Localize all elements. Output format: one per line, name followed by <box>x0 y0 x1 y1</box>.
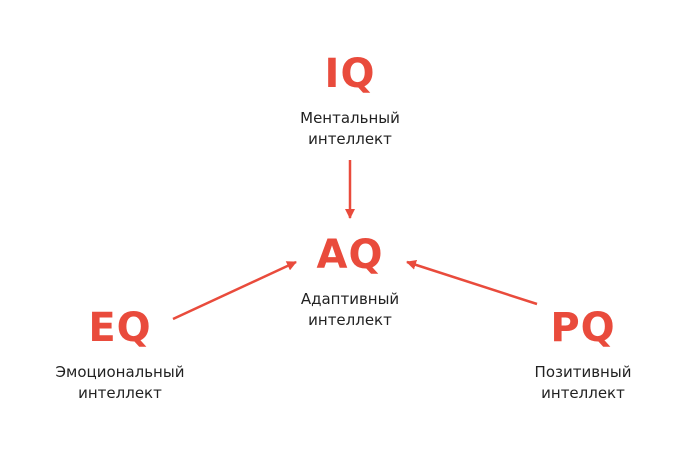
pq-label-line1: Позитивный <box>534 363 632 381</box>
iq-label-line1: Ментальный <box>300 109 400 127</box>
eq-label-line1: Эмоциональный <box>55 363 185 381</box>
aq-label: Адаптивный интеллект <box>301 289 399 331</box>
iq-abbreviation: IQ <box>324 51 376 97</box>
aq-abbreviation: AQ <box>316 232 384 278</box>
node-iq: IQ Ментальный интеллект <box>300 52 400 150</box>
node-aq: AQ Адаптивный интеллект <box>301 233 399 331</box>
node-eq: EQ Эмоциональный интеллект <box>56 306 185 404</box>
pq-abbreviation: PQ <box>550 305 616 351</box>
pq-label-line2: интеллект <box>541 384 625 402</box>
node-pq: PQ Позитивный интеллект <box>535 306 632 404</box>
arrow-eq-to-aq <box>172 260 297 321</box>
pq-label: Позитивный интеллект <box>535 362 632 404</box>
arrow-pq-to-aq <box>406 260 538 306</box>
aq-label-line2: интеллект <box>308 311 392 329</box>
eq-label-line2: интеллект <box>78 384 162 402</box>
iq-label: Ментальный интеллект <box>300 108 400 150</box>
eq-label: Эмоциональный интеллект <box>56 362 185 404</box>
eq-abbreviation: EQ <box>88 305 152 351</box>
iq-label-line2: интеллект <box>308 130 392 148</box>
aq-label-line1: Адаптивный <box>300 290 400 308</box>
